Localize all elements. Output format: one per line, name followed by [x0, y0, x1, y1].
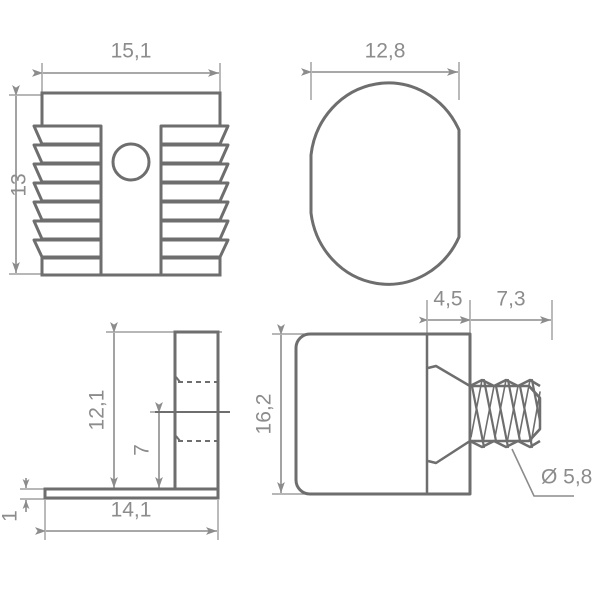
- thread-roots-bottom: [469, 439, 541, 449]
- cap-body-outline: [294, 332, 472, 496]
- leader-line-diameter: [511, 448, 574, 497]
- hidden-line-ticks: [175, 376, 181, 442]
- screw-collar-taper: [427, 364, 471, 465]
- hidden-lines-group: [178, 381, 218, 442]
- dimlabel-7-3: 7,3: [496, 288, 525, 311]
- dimlabel-15-1: 15,1: [111, 40, 152, 63]
- view-front-finned-body: 15,1 13: [8, 40, 230, 277]
- view-cap-with-screw: 16,2 4,5 7,3: [253, 288, 592, 497]
- dimlabel-12-8: 12,8: [365, 40, 406, 63]
- view-end-cap: 12,8: [301, 40, 461, 286]
- cap-outline-flattened-circle: [309, 81, 461, 286]
- dimlabel-16-2: 16,2: [253, 394, 276, 435]
- dimlabel-12-1: 12,1: [86, 390, 109, 431]
- fins-left-group: [32, 124, 103, 277]
- center-hole: [111, 142, 151, 182]
- dimlabel-4-5: 4,5: [433, 288, 462, 311]
- dimlabel-dia-5-8: Ø 5,8: [541, 466, 592, 489]
- bracket-leg: [43, 487, 220, 500]
- view-side-bracket: 12,1 7 1 14,1: [0, 322, 230, 540]
- thread-tip-chamfer: [528, 385, 541, 442]
- thread-flank-lines-secondary: [470, 379, 541, 444]
- dimlabel-1: 1: [0, 510, 22, 522]
- dimlabel-13: 13: [8, 173, 31, 196]
- fins-right-group: [159, 124, 230, 277]
- dimlabel-14-1: 14,1: [111, 499, 152, 522]
- dimlabel-7: 7: [131, 444, 154, 456]
